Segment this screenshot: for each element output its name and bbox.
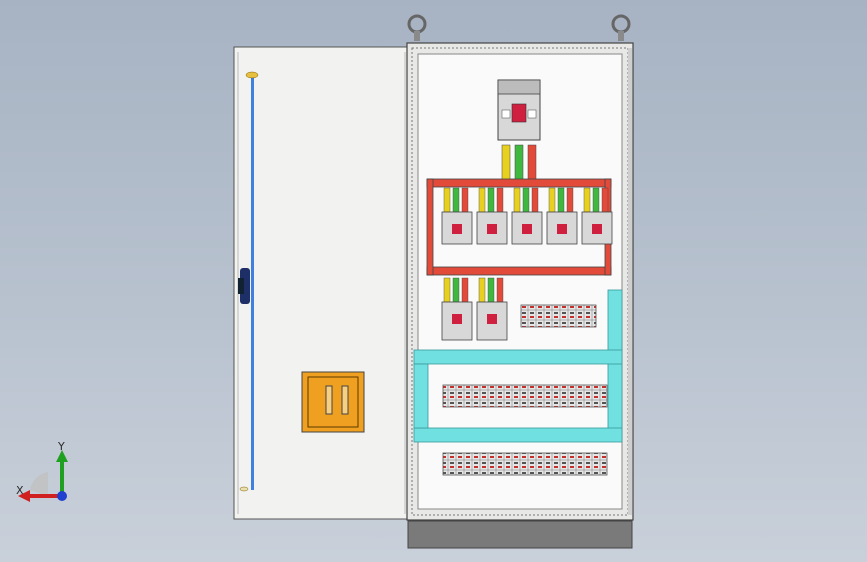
- axis-triad-graphic: [18, 450, 68, 502]
- lifting-eye-icon: [611, 14, 631, 34]
- door-locking-rod: [239, 71, 259, 492]
- axis-triad-icon: X Y: [10, 440, 80, 510]
- cabinet-plinth: [407, 520, 633, 549]
- cabinet-side-edge: [628, 48, 632, 515]
- branch-breaker-row-2: [441, 277, 508, 341]
- branch-breaker[interactable]: [441, 187, 473, 245]
- lifting-eye-left: [407, 14, 427, 41]
- terminal-block-middle[interactable]: [442, 384, 608, 408]
- branch-breaker[interactable]: [476, 187, 508, 245]
- terminal-block-upper[interactable]: [520, 304, 597, 328]
- axis-y-label: Y: [58, 440, 65, 453]
- door-panel-device: [301, 371, 365, 433]
- terminal-block-lower[interactable]: [442, 452, 608, 476]
- cabinet-door[interactable]: [233, 46, 411, 520]
- branch-breaker[interactable]: [476, 277, 508, 341]
- wiring-duct: [413, 289, 623, 443]
- branch-breaker-row-1: [441, 187, 613, 245]
- branch-breaker[interactable]: [511, 187, 543, 245]
- door-handle[interactable]: [238, 268, 250, 304]
- lifting-eye-icon: [407, 14, 427, 34]
- axis-x-label: X: [16, 484, 24, 497]
- lifting-eye-right: [611, 14, 631, 41]
- main-circuit-breaker[interactable]: [497, 79, 541, 182]
- branch-breaker[interactable]: [581, 187, 613, 245]
- branch-breaker[interactable]: [546, 187, 578, 245]
- branch-breaker[interactable]: [441, 277, 473, 341]
